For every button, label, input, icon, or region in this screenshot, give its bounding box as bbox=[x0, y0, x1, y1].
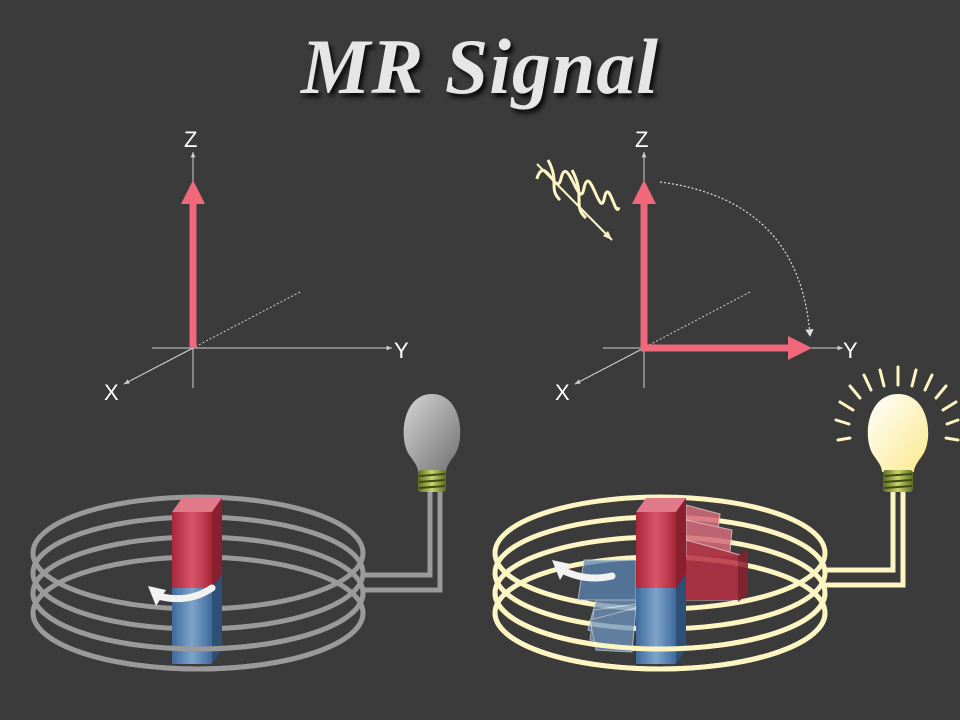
right-z-vector-arrowhead bbox=[632, 180, 656, 204]
magnet-rotation-trail-red bbox=[685, 504, 748, 602]
rotation-arrow-icon bbox=[148, 584, 216, 606]
right-coil-wires bbox=[825, 492, 906, 588]
right-axis-diagram: Z Y X bbox=[555, 127, 858, 405]
left-y-label: Y bbox=[394, 338, 409, 363]
right-bar-magnet bbox=[636, 498, 686, 664]
right-y-label: Y bbox=[843, 338, 858, 363]
right-z-label: Z bbox=[635, 127, 648, 152]
left-axis-diagram: Z Y X bbox=[104, 127, 409, 405]
left-bar-magnet bbox=[172, 498, 222, 664]
flip-rotation-arc bbox=[659, 181, 814, 337]
rotation-arrow-icon-right bbox=[552, 560, 616, 582]
right-x-label: X bbox=[555, 380, 570, 405]
left-z-label: Z bbox=[184, 127, 197, 152]
right-y-vector-arrowhead bbox=[788, 336, 812, 360]
lightbulb-on-icon bbox=[834, 365, 960, 492]
left-coil-wires bbox=[363, 492, 443, 593]
page-title: MR Signal bbox=[301, 23, 659, 110]
left-x-label: X bbox=[104, 380, 119, 405]
left-vector-arrowhead bbox=[181, 180, 205, 204]
rf-pulse-icon bbox=[535, 159, 621, 241]
lightbulb-off-icon bbox=[403, 394, 461, 492]
